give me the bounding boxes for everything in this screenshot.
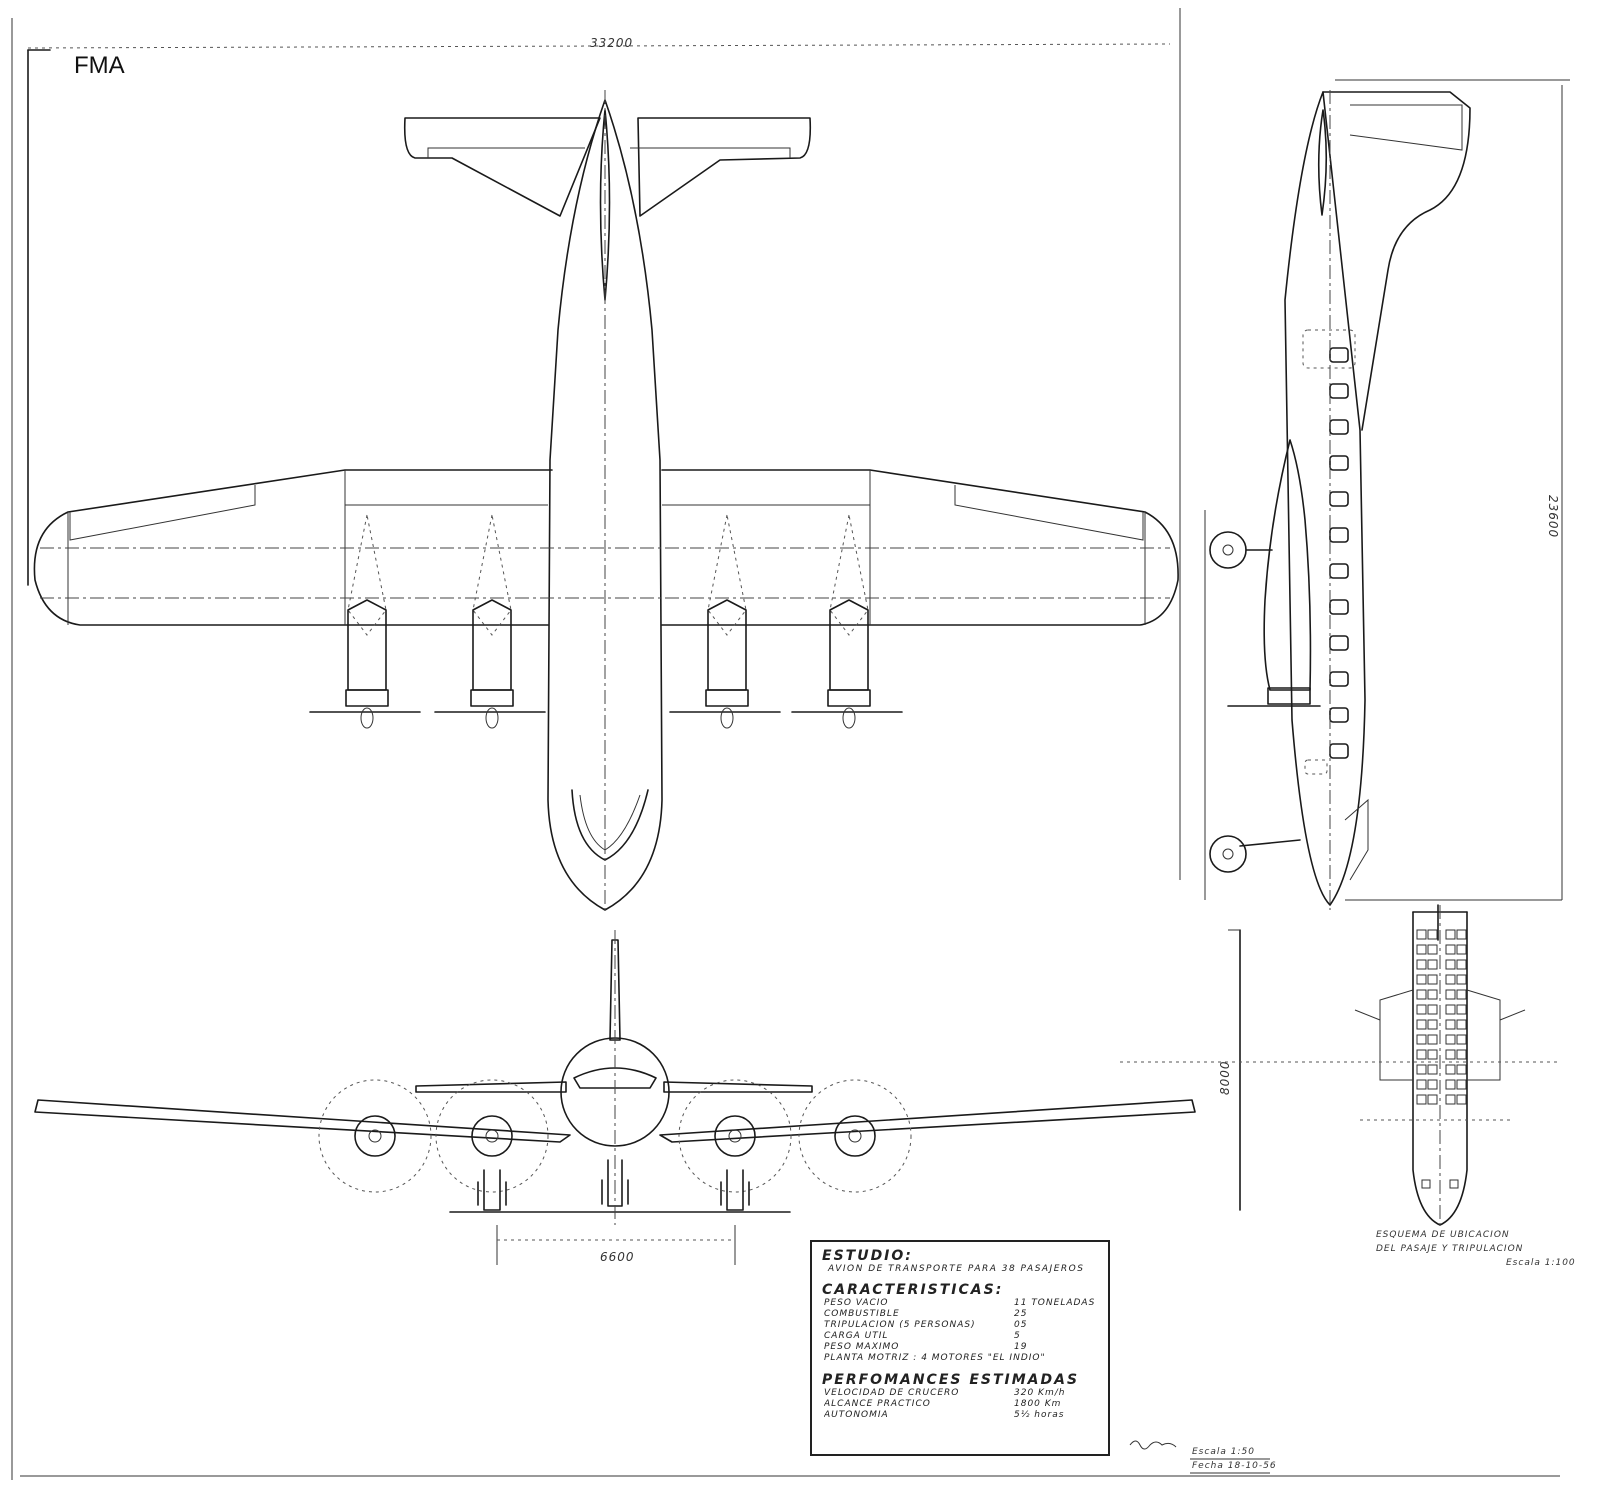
seating-note-scale: Escala 1:100 <box>1506 1258 1576 1268</box>
footer-scale: Escala 1:50 <box>1192 1447 1255 1457</box>
specification-box: ESTUDIO: AVION DE TRANSPORTE PARA 38 PAS… <box>810 1240 1110 1456</box>
powerplant: PLANTA MOTRIZ : 4 MOTORES "EL INDIO" <box>824 1353 1046 1363</box>
row-value: 19 <box>1014 1342 1028 1352</box>
performance-title: PERFOMANCES ESTIMADAS <box>822 1372 1080 1388</box>
performance-row: ALCANCE PRACTICO 1800 Km <box>824 1399 1098 1410</box>
nacelle-1 <box>309 514 421 729</box>
row-value: 05 <box>1014 1320 1028 1330</box>
row-value: 25 <box>1014 1309 1028 1319</box>
row-value: 5½ horas <box>1014 1410 1065 1420</box>
seating-note-line2: DEL PASAJE Y TRIPULACION <box>1376 1244 1524 1254</box>
nacelle-4 <box>791 514 903 729</box>
characteristic-row: COMBUSTIBLE 25 <box>824 1309 1098 1320</box>
row-value: 1800 Km <box>1014 1399 1062 1409</box>
row-label: VELOCIDAD DE CRUCERO <box>824 1388 960 1398</box>
seating-note-line1: ESQUEMA DE UBICACION <box>1376 1230 1510 1240</box>
height-dimension: 8000 <box>1218 1060 1232 1095</box>
row-label: COMBUSTIBLE <box>824 1309 900 1319</box>
characteristic-row: CARGA UTIL 5 <box>824 1331 1098 1342</box>
wingspan-dimension: 33200 <box>590 36 634 50</box>
characteristic-row: TRIPULACION (5 PERSONAS) 05 <box>824 1320 1098 1331</box>
nacelle-2 <box>434 514 546 729</box>
row-value: 5 <box>1014 1331 1021 1341</box>
characteristic-row: PESO VACIO 11 TONELADAS <box>824 1298 1098 1309</box>
length-dimension: 23600 <box>1546 495 1560 539</box>
characteristics-list: PESO VACIO 11 TONELADAS COMBUSTIBLE 25 TRI… <box>822 1298 1098 1353</box>
row-label: TRIPULACION (5 PERSONAS) <box>824 1320 976 1330</box>
row-value: 11 TONELADAS <box>1014 1298 1096 1308</box>
row-label: CARGA UTIL <box>824 1331 889 1341</box>
performance-list: VELOCIDAD DE CRUCERO 320 Km/h ALCANCE PRA… <box>822 1388 1098 1421</box>
row-label: ALCANCE PRACTICO <box>824 1399 931 1409</box>
row-label: PESO MAXIMO <box>824 1342 900 1352</box>
top-view <box>27 43 1179 911</box>
characteristic-row: PESO MAXIMO 19 <box>824 1342 1098 1353</box>
seating-plan <box>1120 904 1560 1226</box>
row-label: PESO VACIO <box>824 1298 889 1308</box>
study-subtitle: AVION DE TRANSPORTE PARA 38 PASAJEROS <box>828 1264 1085 1274</box>
performance-row: VELOCIDAD DE CRUCERO 320 Km/h <box>824 1388 1098 1399</box>
row-value: 320 Km/h <box>1014 1388 1066 1398</box>
footer-date: Fecha 18-10-56 <box>1192 1461 1277 1471</box>
front-view <box>34 930 1196 1265</box>
logo-text: FMA <box>74 52 125 79</box>
characteristics-title: CARACTERISTICAS: <box>822 1282 1004 1298</box>
track-dimension: 6600 <box>600 1250 635 1264</box>
row-label: AUTONOMIA <box>824 1410 889 1420</box>
study-title: ESTUDIO: <box>822 1248 913 1264</box>
nacelle-3 <box>669 514 781 729</box>
performance-row: AUTONOMIA 5½ horas <box>824 1410 1098 1421</box>
signature <box>1129 1440 1177 1450</box>
side-view <box>1204 79 1570 910</box>
